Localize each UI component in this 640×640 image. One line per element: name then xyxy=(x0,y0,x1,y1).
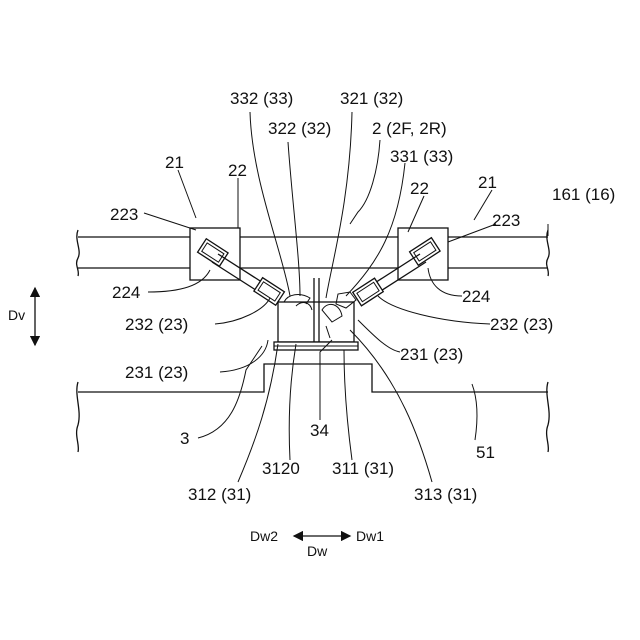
label-223-right: 223 xyxy=(492,211,520,230)
label-22-left: 22 xyxy=(228,161,247,180)
label-161: 161 (16) xyxy=(552,185,615,204)
label-232-left: 232 (23) xyxy=(125,315,188,334)
label-321: 321 (32) xyxy=(340,89,403,108)
label-21-left: 21 xyxy=(165,153,184,172)
label-224-right: 224 xyxy=(462,287,490,306)
member-161 xyxy=(77,230,550,276)
bracket-right-21 xyxy=(398,228,448,280)
label-223-left: 223 xyxy=(110,205,138,224)
bracket-left-21 xyxy=(190,228,240,280)
label-dw1: Dw1 xyxy=(356,528,384,544)
label-dw2: Dw2 xyxy=(250,528,278,544)
label-312: 312 (31) xyxy=(188,485,251,504)
central-unit-3 xyxy=(274,278,358,350)
label-21-right: 21 xyxy=(478,173,497,192)
label-22-right: 22 xyxy=(410,179,429,198)
label-34: 34 xyxy=(310,421,329,440)
label-51: 51 xyxy=(476,443,495,462)
label-313: 313 (31) xyxy=(414,485,477,504)
label-231-left: 231 (23) xyxy=(125,363,188,382)
label-3120: 3120 xyxy=(262,459,300,478)
label-dw: Dw xyxy=(307,543,328,559)
label-224-left: 224 xyxy=(112,283,140,302)
label-332: 332 (33) xyxy=(230,89,293,108)
label-2: 2 (2F, 2R) xyxy=(372,119,447,138)
label-311: 311 (31) xyxy=(332,459,394,478)
label-232-right: 232 (23) xyxy=(490,315,553,334)
label-231-right: 231 (23) xyxy=(400,345,463,364)
label-dv: Dv xyxy=(8,307,25,323)
label-322: 322 (32) xyxy=(268,119,331,138)
label-331: 331 (33) xyxy=(390,147,453,166)
label-3: 3 xyxy=(180,429,189,448)
